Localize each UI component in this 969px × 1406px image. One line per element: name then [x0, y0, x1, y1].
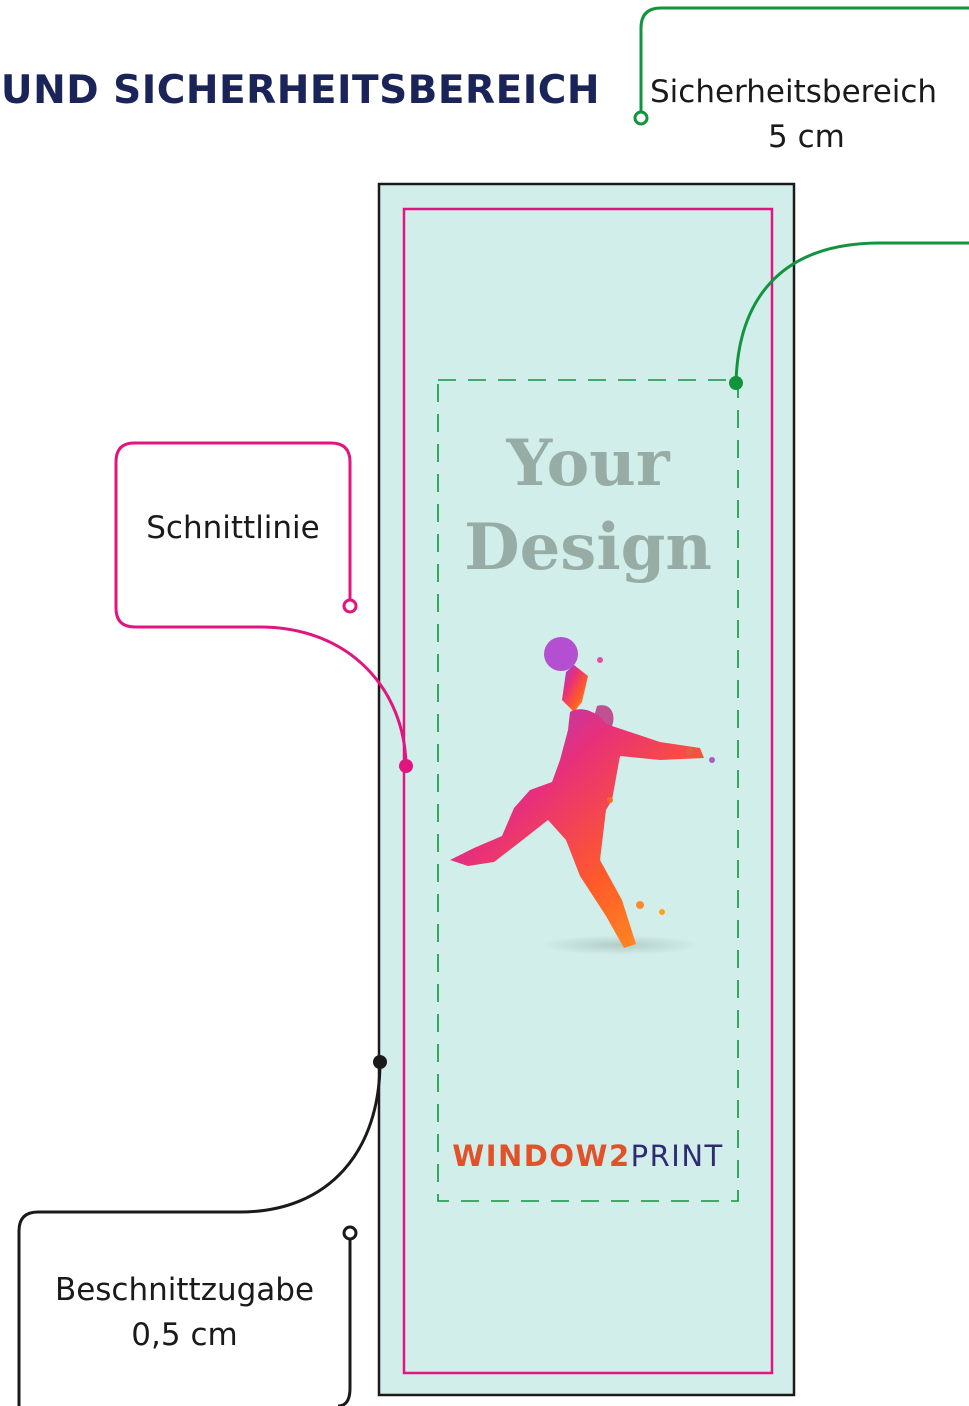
- cut-line-label-text: Schnittlinie: [116, 506, 350, 551]
- safety-area-callout-end-dot: [729, 376, 743, 390]
- safety-area-label-text: Sicherheitsbereich: [650, 70, 969, 115]
- design-line-2: Design: [404, 506, 772, 590]
- cut-line-callout-end-dot: [399, 759, 413, 773]
- bleed-callout-end-dot: [373, 1055, 387, 1069]
- page-title: UND SICHERHEITSBEREICH: [0, 68, 600, 113]
- design-line-1: Your: [404, 422, 772, 506]
- window2print-logo: WINDOW2PRINT: [404, 1139, 772, 1173]
- logo-part-2: PRINT: [631, 1139, 724, 1173]
- safety-area-callout-start-dot: [635, 112, 647, 124]
- cut-line-callout-box: [116, 443, 406, 766]
- safety-area-label: Sicherheitsbereich 5 cm: [650, 70, 969, 160]
- bleed-label-text: Beschnittzugabe: [19, 1268, 350, 1313]
- logo-part-1: WINDOW2: [452, 1139, 630, 1173]
- bleed-size-text: 0,5 cm: [19, 1313, 350, 1358]
- safety-area-size-text: 5 cm: [650, 115, 969, 160]
- cut-line-label: Schnittlinie: [116, 506, 350, 551]
- cut-line-callout-start-dot: [344, 600, 356, 612]
- design-placeholder: Your Design: [404, 422, 772, 591]
- cut-line-callout: [116, 443, 413, 773]
- bleed-label: Beschnittzugabe 0,5 cm: [19, 1268, 350, 1358]
- bleed-callout-start-dot: [344, 1227, 356, 1239]
